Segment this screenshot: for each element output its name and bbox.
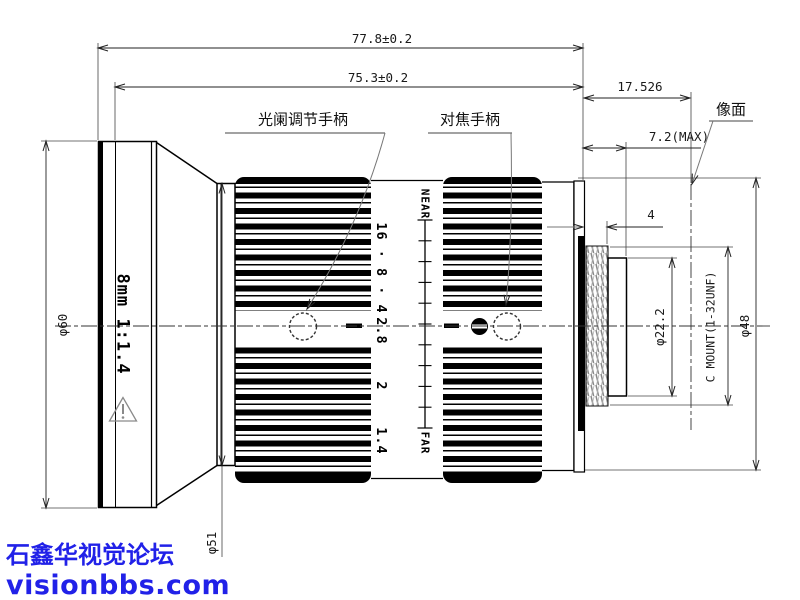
lens-marking: 8mm 1:1.4: [112, 273, 133, 375]
watermark-forum-name: 石鑫华视觉论坛: [6, 541, 174, 569]
dim-neck-diameter: φ51: [203, 531, 219, 555]
dim-total-length: 77.8±0.2: [351, 30, 413, 46]
dim-flange-focal: 17.526: [617, 78, 663, 94]
label-focus-handle: 对焦手柄: [439, 110, 501, 129]
ring-details: [288, 312, 522, 341]
warning-triangle-icon: [108, 396, 138, 422]
aperture-scale-2-8: 2.8: [372, 317, 389, 345]
dimension-lines: [42, 44, 760, 510]
focus-scale-near: NEAR: [418, 188, 432, 220]
aperture-handle-knob: [288, 312, 318, 341]
dim-mount-thread: C MOUNT(1-32UNF): [703, 271, 718, 383]
label-aperture-handle: 光阑调节手柄: [257, 110, 349, 129]
focus-scale-far: FAR: [418, 431, 432, 455]
dim-thread-length: 4: [647, 206, 655, 222]
dim-front-diameter: φ60: [54, 313, 70, 337]
leader-lines: [225, 120, 753, 311]
dim-rear-protrusion: 7.2(MAX): [648, 128, 710, 144]
watermark-site-url: visionbbs.com: [6, 570, 231, 600]
focus-handle-knob: [492, 312, 522, 341]
aperture-scale-1-4: 1.4: [372, 427, 389, 455]
aperture-scale-high: 16 · 8 · 4: [372, 222, 389, 314]
aperture-scale-2: 2: [372, 381, 389, 391]
dim-flange-diameter: φ48: [736, 314, 752, 338]
extension-lines: [41, 43, 761, 557]
dim-rear-element-diameter: φ22.2: [651, 308, 667, 346]
dim-body-length: 75.3±0.2: [347, 69, 409, 85]
focus-scale-ticks: [417, 219, 433, 429]
centerlines: [55, 184, 770, 430]
label-image-plane: 像面: [715, 100, 747, 119]
focus-ring-knurl: [443, 177, 542, 483]
lens-outline: [97, 140, 628, 509]
